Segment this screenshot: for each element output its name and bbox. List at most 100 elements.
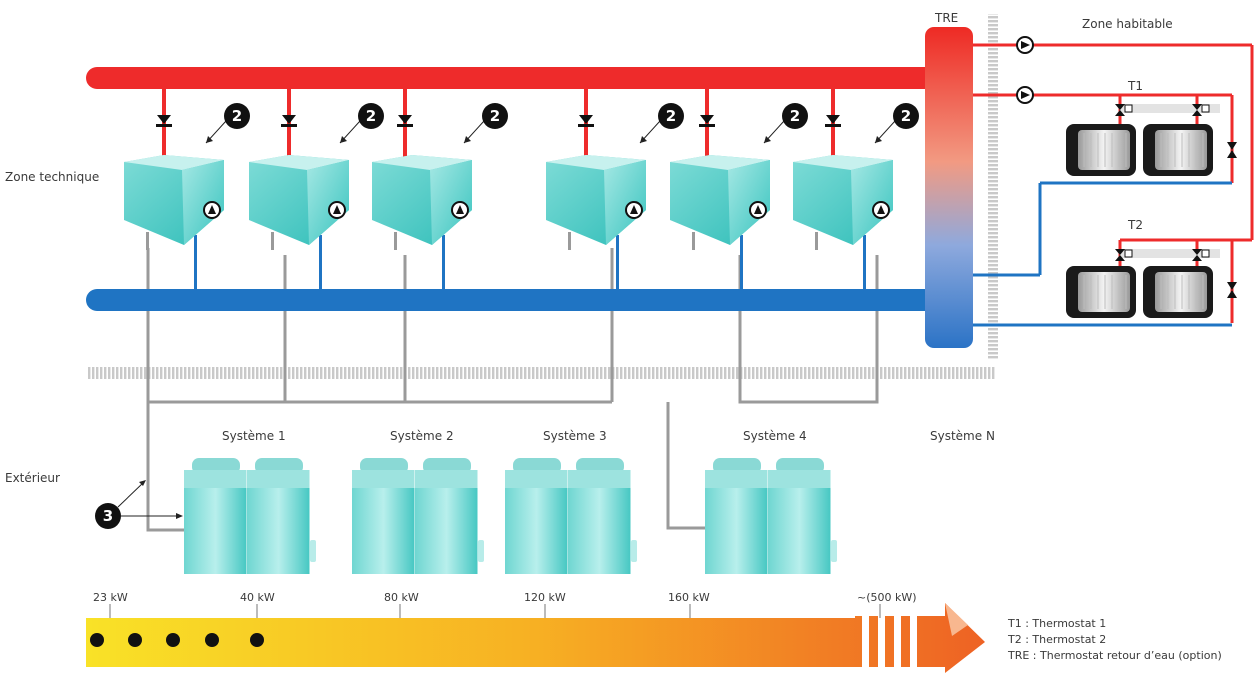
cold-return-pipe bbox=[319, 235, 322, 291]
valve-icon bbox=[699, 115, 715, 127]
refrigerant-stub bbox=[815, 232, 818, 250]
outdoor-unit-icon bbox=[505, 458, 637, 574]
pump-icon bbox=[1016, 36, 1034, 54]
callout-arrow bbox=[763, 120, 785, 144]
callout-badge-2: 2 bbox=[358, 103, 384, 129]
tre-label: TRE bbox=[935, 11, 959, 25]
outdoor-unit-icon bbox=[352, 458, 484, 574]
callout-arrow bbox=[874, 120, 896, 144]
radiator-icon bbox=[1066, 124, 1136, 176]
cold-return-pipe bbox=[194, 235, 197, 291]
valve-icon bbox=[1192, 104, 1210, 116]
callout-badge-3: 3 bbox=[95, 503, 121, 529]
legend-t1: T1 : Thermostat 1 bbox=[1008, 617, 1107, 630]
callout-arrow bbox=[339, 120, 361, 144]
refrigerant-lines bbox=[146, 248, 879, 532]
zone-exterieur-label: Extérieur bbox=[5, 471, 60, 485]
scale-label-160kw: 160 kW bbox=[668, 591, 710, 604]
valve-icon bbox=[1115, 249, 1133, 261]
unit-top bbox=[546, 155, 646, 170]
pump-icon bbox=[203, 201, 221, 219]
callout-arrow bbox=[463, 120, 485, 144]
thermostat-bar bbox=[1120, 104, 1220, 113]
scale-label-23kw: 23 kW bbox=[93, 591, 128, 604]
outdoor-valve-stub bbox=[631, 540, 637, 562]
check-valve-icon bbox=[1227, 282, 1237, 298]
unit-side bbox=[728, 160, 770, 245]
outdoor-module-top bbox=[247, 470, 310, 488]
legend-t2: T2 : Thermostat 2 bbox=[1008, 633, 1107, 646]
scale-label-80kw: 80 kW bbox=[384, 591, 419, 604]
valve-icon bbox=[1192, 249, 1210, 261]
callout-badge-2: 2 bbox=[658, 103, 684, 129]
hot-supply-drops bbox=[156, 88, 841, 166]
valve-icon bbox=[281, 115, 297, 127]
callout-badge-2: 2 bbox=[224, 103, 250, 129]
radiator-icon bbox=[1143, 124, 1213, 176]
scale-dot bbox=[128, 633, 142, 647]
outdoor-module-top bbox=[705, 470, 768, 488]
hydro-unit-icon bbox=[249, 155, 349, 291]
unit-top bbox=[670, 155, 770, 170]
hydro-unit-icon bbox=[793, 155, 893, 291]
system-n-label: Système N bbox=[930, 429, 995, 443]
unit-top bbox=[249, 155, 349, 170]
refrigerant-line bbox=[146, 248, 185, 532]
outdoor-module-top bbox=[768, 470, 831, 488]
callout-arrow bbox=[205, 120, 227, 144]
thermostat-t1-label: T1 bbox=[1128, 79, 1143, 93]
cold-return-pipe bbox=[442, 235, 445, 291]
scale-dot bbox=[90, 633, 104, 647]
refrigerant-stub bbox=[271, 232, 274, 250]
thermostat-t2-label: T2 bbox=[1128, 218, 1143, 232]
valve-icon bbox=[397, 115, 413, 127]
unit-side bbox=[307, 160, 349, 245]
unit-side bbox=[851, 160, 893, 245]
power-scale-arrow bbox=[86, 603, 985, 673]
zone-habitable-label: Zone habitable bbox=[1082, 17, 1173, 31]
callout-badge-2: 2 bbox=[482, 103, 508, 129]
scale-label-500kw: ~(500 kW) bbox=[857, 591, 917, 604]
unit-side bbox=[430, 160, 472, 245]
refrigerant-line bbox=[666, 402, 708, 530]
scale-label-120kw: 120 kW bbox=[524, 591, 566, 604]
radiator-icon bbox=[1143, 266, 1213, 318]
unit-side bbox=[604, 160, 646, 245]
system-3-label: Système 3 bbox=[543, 429, 607, 443]
pump-icon bbox=[625, 201, 643, 219]
zone-separator-vertical bbox=[988, 14, 998, 360]
check-valve-icon bbox=[1227, 142, 1237, 158]
pump-icon bbox=[749, 201, 767, 219]
cold-return-pipe bbox=[616, 235, 619, 291]
hydro-unit-icon bbox=[546, 155, 646, 291]
callout-badge-2: 2 bbox=[782, 103, 808, 129]
hydro-units bbox=[124, 120, 896, 291]
refrigerant-line bbox=[738, 255, 879, 404]
outdoor-module-top bbox=[184, 470, 247, 488]
outdoor-module-top bbox=[352, 470, 415, 488]
hydro-unit-icon bbox=[372, 155, 472, 291]
scale-dot bbox=[166, 633, 180, 647]
outdoor-valve-stub bbox=[310, 540, 316, 562]
pump-icon bbox=[451, 201, 469, 219]
cold-return-pipe bbox=[863, 235, 866, 291]
zone-separator-horizontal bbox=[88, 367, 995, 379]
outdoor-units bbox=[117, 458, 837, 574]
pump-icon bbox=[1016, 86, 1034, 104]
system-4-label: Système 4 bbox=[743, 429, 807, 443]
valve-icon bbox=[825, 115, 841, 127]
outdoor-module-top bbox=[505, 470, 568, 488]
outdoor-module-top bbox=[568, 470, 631, 488]
scale-dot bbox=[250, 633, 264, 647]
scale-label-40kw: 40 kW bbox=[240, 591, 275, 604]
thermostat-bar bbox=[1120, 249, 1220, 258]
valve-icon bbox=[1115, 104, 1133, 116]
valve-icon bbox=[578, 115, 594, 127]
valve-icon bbox=[156, 115, 172, 127]
refrigerant-stub bbox=[146, 232, 149, 250]
outdoor-unit-icon bbox=[184, 458, 316, 574]
emitter-circuit bbox=[973, 36, 1254, 327]
callout-arrow bbox=[117, 480, 183, 519]
